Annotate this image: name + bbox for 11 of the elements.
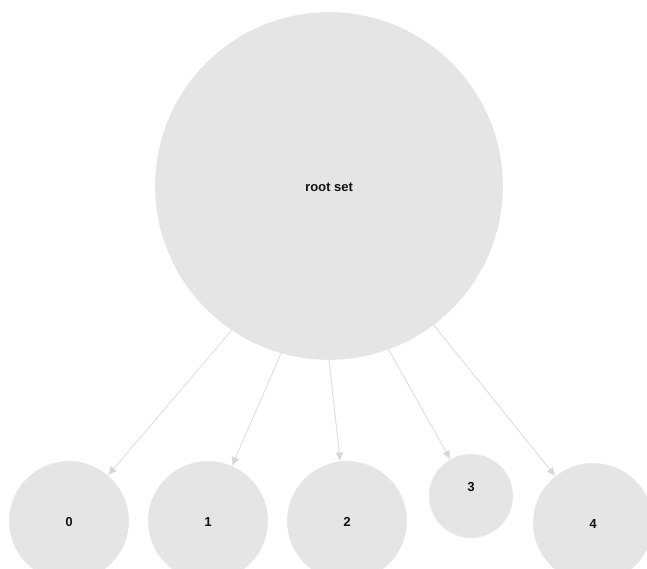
node-label: 2: [343, 514, 351, 528]
node-label: 4: [589, 516, 597, 530]
arrow: [232, 352, 282, 466]
arrow: [388, 349, 450, 459]
arrow: [108, 330, 232, 476]
arrow: [328, 360, 344, 461]
node-label: 0: [65, 514, 73, 528]
node-label: 3: [467, 478, 475, 494]
arrow: [433, 324, 556, 476]
node-label: 1: [204, 514, 212, 528]
node-label: root set: [305, 178, 353, 194]
